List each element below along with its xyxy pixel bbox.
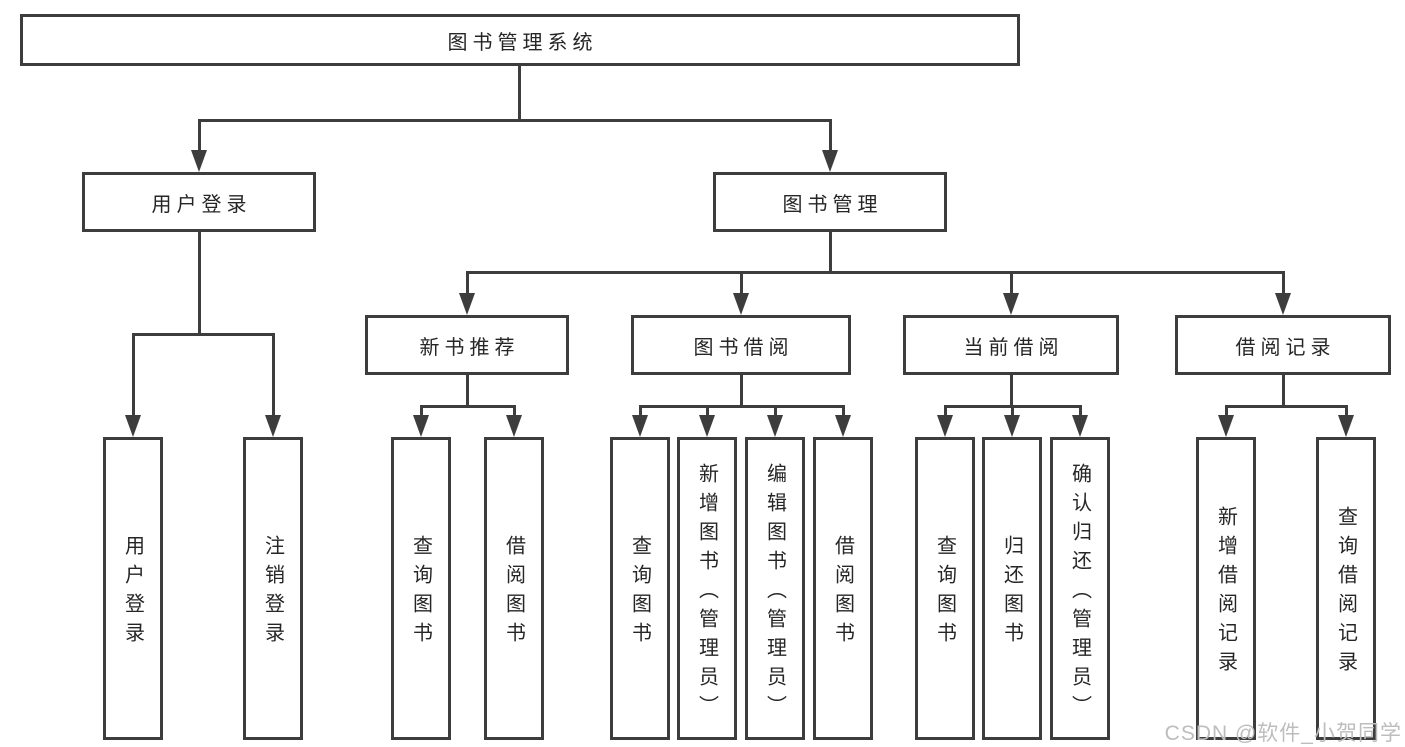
node-label: 用户登录 xyxy=(151,193,252,216)
connector-vline xyxy=(1010,271,1013,297)
connector-vline xyxy=(272,333,275,418)
arrowhead-down xyxy=(1072,415,1088,437)
connector-hline xyxy=(466,271,1285,274)
connector-vline xyxy=(740,271,743,297)
connector-hline xyxy=(420,405,516,408)
node-label: 查询图书 xyxy=(409,535,432,651)
node-new-book-recommend: 新书推荐 xyxy=(365,315,569,375)
node-logout-leaf: 注销登录 xyxy=(243,437,303,740)
node-borrow-books-1: 借阅图书 xyxy=(484,437,544,740)
node-current-borrow: 当前借阅 xyxy=(903,315,1119,375)
node-book-management: 图书管理 xyxy=(713,172,947,232)
arrowhead-down xyxy=(733,293,749,315)
arrowhead-down xyxy=(506,415,522,437)
connector-hline xyxy=(198,119,832,122)
arrowhead-down xyxy=(1003,293,1019,315)
node-confirm-return-admin: 确认归还（管理员） xyxy=(1050,437,1110,740)
node-user-login-leaf: 用户登录 xyxy=(103,437,163,740)
node-borrow-records: 借阅记录 xyxy=(1175,315,1391,375)
connector-vline xyxy=(1282,373,1285,408)
node-label: 新书推荐 xyxy=(419,336,520,359)
connector-vline xyxy=(944,405,947,419)
node-label: 注销登录 xyxy=(261,535,284,651)
node-add-borrow-record: 新增借阅记录 xyxy=(1196,437,1256,740)
connector-vline xyxy=(706,405,709,419)
node-label: 借阅图书 xyxy=(502,535,525,651)
watermark-text: CSDN @软件_小贺同学 xyxy=(1164,722,1402,745)
arrowhead-down xyxy=(767,415,783,437)
connector-vline xyxy=(829,119,832,157)
connector-vline xyxy=(1225,405,1228,419)
node-label: 查询图书 xyxy=(628,535,651,651)
node-label: 图书管理系统 xyxy=(447,31,598,54)
node-borrow-books-2: 借阅图书 xyxy=(813,437,873,740)
node-edit-book-admin: 编辑图书（管理员） xyxy=(745,437,805,740)
connector-vline xyxy=(1345,405,1348,419)
connector-vline xyxy=(198,229,201,336)
node-library-system: 图书管理系统 xyxy=(20,14,1020,66)
connector-vline xyxy=(740,373,743,408)
connector-vline xyxy=(829,229,832,274)
node-user-login: 用户登录 xyxy=(82,172,316,232)
node-label: 借阅记录 xyxy=(1235,336,1336,359)
arrowhead-down xyxy=(937,415,953,437)
connector-vline xyxy=(842,405,845,419)
arrowhead-down xyxy=(1275,293,1291,315)
node-book-borrow: 图书借阅 xyxy=(631,315,851,375)
node-label: 查询借阅记录 xyxy=(1334,506,1357,680)
node-label: 图书借阅 xyxy=(693,336,794,359)
node-label: 图书管理 xyxy=(782,193,883,216)
connector-vline xyxy=(466,373,469,408)
arrowhead-down xyxy=(1004,415,1020,437)
node-query-books-2: 查询图书 xyxy=(610,437,670,740)
node-label: 新增图书（管理员） xyxy=(695,462,718,724)
arrowhead-down xyxy=(459,293,475,315)
connector-vline xyxy=(198,119,201,157)
connector-vline xyxy=(518,64,521,122)
node-return-books: 归还图书 xyxy=(982,437,1042,740)
connector-vline xyxy=(466,271,469,297)
connector-vline xyxy=(420,405,423,419)
node-query-books-3: 查询图书 xyxy=(915,437,975,740)
connector-vline xyxy=(132,333,135,418)
connector-hline xyxy=(1225,405,1348,408)
connector-vline xyxy=(1282,271,1285,297)
connector-vline xyxy=(1011,405,1014,419)
arrowhead-down xyxy=(1338,415,1354,437)
connector-vline xyxy=(774,405,777,419)
connector-vline xyxy=(513,405,516,419)
node-label: 确认归还（管理员） xyxy=(1068,462,1091,724)
node-label: 当前借阅 xyxy=(963,336,1064,359)
node-query-borrow-record: 查询借阅记录 xyxy=(1316,437,1376,740)
node-label: 编辑图书（管理员） xyxy=(763,462,786,724)
node-label: 借阅图书 xyxy=(831,535,854,651)
arrowhead-down xyxy=(265,415,281,437)
connector-hline xyxy=(132,333,275,336)
node-label: 查询图书 xyxy=(933,535,956,651)
arrowhead-down xyxy=(632,415,648,437)
node-label: 归还图书 xyxy=(1000,535,1023,651)
arrowhead-down xyxy=(1218,415,1234,437)
arrowhead-down xyxy=(835,415,851,437)
connector-hline xyxy=(639,405,845,408)
node-add-book-admin: 新增图书（管理员） xyxy=(677,437,737,740)
connector-vline xyxy=(1079,405,1082,419)
node-query-books-1: 查询图书 xyxy=(391,437,451,740)
node-label: 用户登录 xyxy=(121,535,144,651)
connector-vline xyxy=(1010,373,1013,408)
connector-vline xyxy=(639,405,642,419)
arrowhead-down xyxy=(413,415,429,437)
arrowhead-down xyxy=(699,415,715,437)
arrowhead-down xyxy=(191,150,207,172)
arrowhead-down xyxy=(822,150,838,172)
node-label: 新增借阅记录 xyxy=(1214,506,1237,680)
arrowhead-down xyxy=(125,415,141,437)
